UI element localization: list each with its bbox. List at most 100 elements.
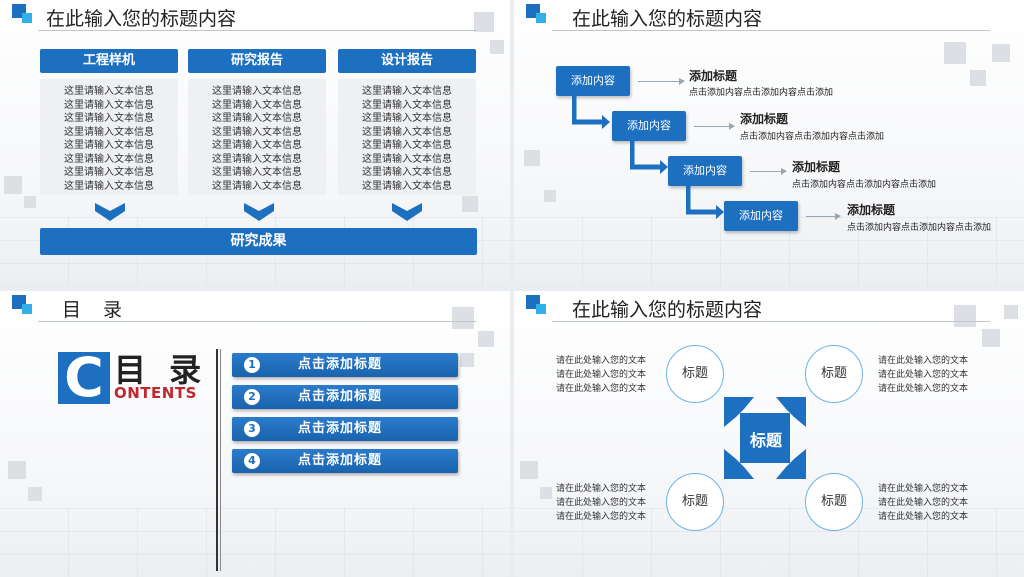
decor-square <box>460 353 474 367</box>
text-line: 请在此处输入您的文本 <box>556 484 647 494</box>
decor-square <box>982 329 1000 347</box>
step-box-2: 添加内容 <box>612 111 686 141</box>
step-box-3: 添加内容 <box>668 156 742 186</box>
toc-number: 1 <box>244 357 260 373</box>
step-title-1: 添加标题 <box>689 69 738 83</box>
text-line: 这里请输入文本信息 <box>64 140 154 151</box>
step-box-1: 添加内容 <box>556 66 630 96</box>
arrow-right-icon <box>750 168 787 175</box>
decor-square <box>4 176 22 194</box>
text-line: 请在此处输入您的文本 <box>556 384 647 394</box>
slide-title: 在此输入您的标题内容 <box>46 8 237 30</box>
text-line: 这里请输入文本信息 <box>64 180 154 192</box>
decor-square <box>462 196 478 212</box>
four-way-arrow-icon <box>724 397 806 479</box>
vertical-divider <box>216 349 218 571</box>
circle-title-tl: 标题 <box>666 345 724 403</box>
decor-square <box>970 70 986 86</box>
toc-item-1[interactable]: 1 点击添加标题 <box>232 353 458 377</box>
chevron-down-icon <box>392 203 422 221</box>
slide-1[interactable]: 在此输入您的标题内容 工程样机 研究报告 设计报告 这里请输入文本信息 这里请输… <box>0 0 510 286</box>
column-header-2: 研究报告 <box>188 49 326 73</box>
decor-square <box>992 44 1010 62</box>
text-line: 请在此处输入您的文本 <box>556 498 647 508</box>
text-line: 这里请输入文本信息 <box>64 86 154 97</box>
toc-subheading: ONTENTS <box>114 384 197 402</box>
text-line: 请在此处输入您的文本 <box>556 356 647 366</box>
slide-2[interactable]: 在此输入您的标题内容 添加内容 添加标题 点击添加内容点击添加内容点击添加 添加… <box>514 0 1024 286</box>
header-square-accent-icon <box>22 304 32 314</box>
elbow-arrow-icon <box>686 186 724 219</box>
decor-square <box>474 12 494 32</box>
step-title-3: 添加标题 <box>792 160 841 174</box>
header-square-accent-icon <box>536 13 546 23</box>
toc-item-4[interactable]: 4 点击添加标题 <box>232 449 458 473</box>
chevron-down-icon <box>244 203 274 221</box>
text-line: 请在此处输入您的文本 <box>878 356 969 366</box>
column-header-1: 工程样机 <box>40 49 178 73</box>
text-line: 请在此处输入您的文本 <box>878 484 969 494</box>
slide-3[interactable]: 目 录 C 目 录 ONTENTS 1 点击添加标题 2 点击添加标题 3 点击… <box>0 291 510 577</box>
center-title: 标题 <box>749 431 782 450</box>
text-line: 这里请输入文本信息 <box>362 167 452 178</box>
header-square-accent-icon <box>22 13 32 23</box>
toc-item-2[interactable]: 2 点击添加标题 <box>232 385 458 409</box>
toc-label: 点击添加标题 <box>298 357 383 372</box>
arrow-right-icon <box>806 213 841 220</box>
decor-square <box>944 42 966 64</box>
elbow-arrow-icon <box>572 96 610 129</box>
decor-square <box>490 40 504 54</box>
slide-4[interactable]: 在此输入您的标题内容 标题 标题 标题 标题 标题 请在此处输入您的文本 请在此… <box>514 291 1024 577</box>
text-line: 这里请输入文本信息 <box>362 99 452 111</box>
floor-pattern <box>0 507 510 577</box>
slide-title: 在此输入您的标题内容 <box>572 299 763 321</box>
circle-title-tr: 标题 <box>805 345 863 403</box>
step-title-4: 添加标题 <box>847 203 896 217</box>
text-line: 这里请输入文本信息 <box>212 153 302 165</box>
toc-label: 点击添加标题 <box>298 421 383 436</box>
paragraph-tl: 请在此处输入您的文本 请在此处输入您的文本 请在此处输入您的文本 <box>556 354 646 396</box>
result-bar: 研究成果 <box>40 228 477 255</box>
column-header-3: 设计报告 <box>338 49 476 73</box>
decor-square <box>28 487 42 501</box>
header-divider <box>552 321 990 322</box>
text-line: 请在此处输入您的文本 <box>878 370 969 380</box>
text-line: 请在此处输入您的文本 <box>878 512 969 522</box>
text-line: 这里请输入文本信息 <box>64 113 154 124</box>
column-body-2: 这里请输入文本信息 这里请输入文本信息 这里请输入文本信息 这里请输入文本信息 … <box>188 79 326 195</box>
decor-square <box>524 150 540 166</box>
text-line: 这里请输入文本信息 <box>212 180 302 192</box>
circle-title-bl: 标题 <box>666 473 724 531</box>
text-line: 这里请输入文本信息 <box>362 153 452 165</box>
column-body-1: 这里请输入文本信息 这里请输入文本信息 这里请输入文本信息 这里请输入文本信息 … <box>40 79 178 195</box>
decor-square <box>478 331 494 347</box>
header-divider <box>38 30 476 31</box>
decor-square <box>520 461 538 479</box>
toc-label: 点击添加标题 <box>298 453 383 468</box>
text-line: 这里请输入文本信息 <box>64 153 154 165</box>
text-line: 这里请输入文本信息 <box>64 167 154 178</box>
floor-pattern <box>514 507 1024 577</box>
toc-heading: 目 录 <box>114 351 208 389</box>
text-line: 请在此处输入您的文本 <box>878 384 969 394</box>
arrow-right-icon <box>694 123 735 130</box>
paragraph-br: 请在此处输入您的文本 请在此处输入您的文本 请在此处输入您的文本 <box>878 482 968 524</box>
decor-square <box>8 461 26 479</box>
decor-square <box>954 305 976 327</box>
slide-title: 在此输入您的标题内容 <box>572 8 763 30</box>
step-title-2: 添加标题 <box>740 112 789 126</box>
decor-square <box>544 190 556 202</box>
decor-square <box>1004 305 1018 319</box>
text-line: 这里请输入文本信息 <box>212 126 302 138</box>
text-line: 这里请输入文本信息 <box>212 167 302 178</box>
text-line: 这里请输入文本信息 <box>212 86 302 97</box>
decor-square <box>452 307 474 329</box>
toc-number: 4 <box>244 453 260 469</box>
text-line: 这里请输入文本信息 <box>64 126 154 138</box>
arrow-right-icon <box>638 78 685 85</box>
header-divider <box>38 321 476 322</box>
toc-item-3[interactable]: 3 点击添加标题 <box>232 417 458 441</box>
header-divider <box>552 30 990 31</box>
chevron-down-icon <box>95 203 125 221</box>
text-line: 这里请输入文本信息 <box>362 140 452 151</box>
